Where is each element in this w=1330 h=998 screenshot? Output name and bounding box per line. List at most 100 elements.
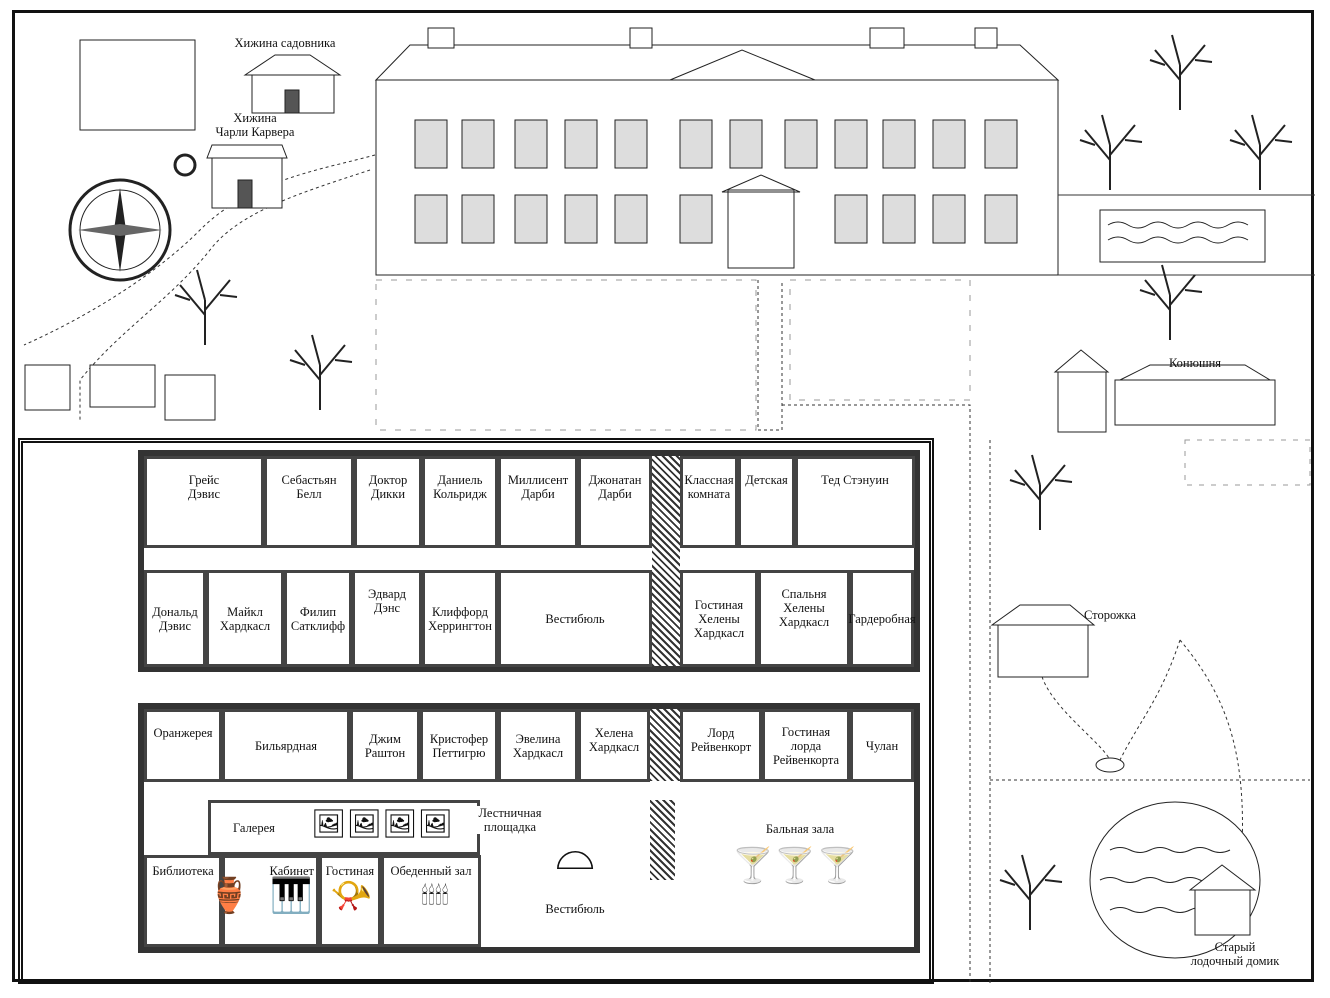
wall-hatch: [652, 456, 680, 666]
label-gatehouse: Сторожка: [1084, 608, 1136, 622]
window: [932, 194, 966, 244]
room-entrance-hall-upper: Вестибюль: [498, 570, 652, 667]
window: [514, 194, 548, 244]
room-donald-davies: Дональд Дэвис: [144, 570, 206, 667]
ornamental-pool: [1099, 209, 1266, 263]
main-road: [782, 404, 971, 985]
room-ballroom: Бальная зала: [765, 822, 835, 836]
lawn-right: [789, 279, 971, 401]
room-orangery: Оранжерея: [144, 709, 222, 782]
window: [729, 119, 763, 169]
window: [461, 194, 495, 244]
room-label: Обеденный зал: [390, 864, 472, 878]
room-drawing-room: Гостиная: [319, 855, 381, 947]
portraits-icon: 🖼🖼🖼🖼: [310, 809, 454, 840]
room-sebastian-bell: Себастьян Белл: [264, 456, 354, 548]
room-edward-dance: Эдвард Дэнс: [352, 570, 422, 667]
cottages: [24, 54, 1276, 936]
window: [882, 194, 916, 244]
window: [461, 119, 495, 169]
room-daniel-coleridge: Даниель Кольридж: [422, 456, 498, 548]
room-label: Миллисент Дарби: [507, 473, 569, 501]
room-label: Дональд Дэвис: [152, 604, 198, 633]
room-label: Майкл Хардкасл: [219, 604, 271, 633]
floor-plans-panel: [18, 438, 934, 984]
tree-icon: [289, 334, 353, 410]
window: [564, 194, 598, 244]
walled-garden: [79, 39, 196, 131]
room-label: Оранжерея: [153, 726, 213, 740]
room-label: Галерея: [233, 820, 275, 835]
room-label: Доктор Дикки: [368, 473, 408, 501]
label-gardener-hut: Хижина садовника: [234, 36, 336, 50]
room-label: Эвелина Хардкасл: [512, 731, 564, 760]
room-evelyn-hardcastle: Эвелина Хардкасл: [498, 709, 578, 782]
staircase-icon: ⌓: [555, 824, 595, 880]
room-michael-hardcastle: Майкл Хардкасл: [206, 570, 284, 667]
label-stables: Конюшня: [1168, 356, 1222, 370]
window: [984, 194, 1018, 244]
room-label: Джим Раштон: [364, 731, 406, 760]
room-jim-rashton: Джим Раштон: [350, 709, 420, 782]
room-doctor-dickie: Доктор Дикки: [354, 456, 422, 548]
room-label: Вестибюль: [545, 611, 605, 626]
window: [932, 119, 966, 169]
room-dining-hall: Обеденный зал: [381, 855, 481, 947]
window: [564, 119, 598, 169]
garden-path: [23, 154, 376, 420]
room-helena-bedroom: Спальня Хелены Хардкасл: [758, 570, 850, 667]
room-jonathan-derby: Джонатан Дарби: [578, 456, 652, 548]
room-label: Детская: [745, 473, 788, 487]
window: [414, 194, 448, 244]
room-ravencourt-sitting-room: Гостиная лорда Рейвенкорта: [762, 709, 850, 782]
room-landing: Лестничная площадка: [470, 806, 550, 834]
room-label: Клиффорд Херрингтон: [428, 604, 492, 633]
tree-icon: [174, 269, 238, 345]
room-label: Гостиная: [325, 864, 375, 878]
window: [614, 119, 648, 169]
room-nursery: Детская: [738, 456, 795, 548]
room-label: Библиотека: [152, 864, 214, 878]
room-label: Тед Стэнуин: [821, 473, 889, 487]
tree-icon: [1229, 114, 1293, 190]
room-clifford-herrington: Клиффорд Херрингтон: [422, 570, 498, 667]
room-label: Себастьян Белл: [281, 473, 337, 501]
lawn-left: [375, 279, 757, 431]
room-helena-sitting-room: Гостиная Хелены Хардкасл: [680, 570, 758, 667]
room-label: Спальня Хелены Хардкасл: [778, 587, 830, 629]
room-label: Филип Сатклифф: [290, 604, 346, 633]
window: [679, 119, 713, 169]
champagne-glasses-icon: 🍸🍸🍸: [731, 848, 859, 885]
tree-icon: [1079, 114, 1143, 190]
window: [514, 119, 548, 169]
room-label: Даниель Кольридж: [433, 473, 487, 501]
room-label: Кабинет: [269, 864, 314, 878]
room-label: Кристофер Петтигрю: [429, 731, 489, 760]
room-study: Кабинет: [222, 855, 319, 947]
room-label: Грейс Дэвис: [187, 473, 221, 501]
room-grace-davies: Грейс Дэвис: [144, 456, 264, 548]
room-christopher-pettigrew: Кристофер Петтигрю: [420, 709, 498, 782]
gramophone-icon: 📯: [330, 878, 373, 915]
compass-icon: [68, 153, 197, 282]
room-ted-stanwin: Тед Стэнуин: [795, 456, 915, 548]
room-label: Чулан: [865, 738, 899, 753]
tree-icon: [1149, 34, 1213, 110]
window: [784, 119, 818, 169]
room-label: Джонатан Дарби: [588, 473, 642, 501]
room-entrance-hall: Вестибюль: [545, 902, 605, 916]
room-label: Хелена Хардкасл: [588, 726, 640, 754]
room-label: Эдвард Дэнс: [367, 587, 407, 615]
room-label: Гостиная лорда Рейвенкорта: [772, 724, 840, 767]
room-label: Классная комната: [684, 473, 734, 501]
room-library: Библиотека: [144, 855, 222, 947]
window: [414, 119, 448, 169]
gatehouse-paths: [990, 639, 1310, 881]
window: [834, 119, 868, 169]
label-boathouse: Старый лодочный домик: [1190, 940, 1280, 968]
room-label: Гостиная Хелены Хардкасл: [693, 597, 745, 640]
label-carver-hut: Хижина Чарли Карвера: [215, 111, 295, 139]
window: [984, 119, 1018, 169]
